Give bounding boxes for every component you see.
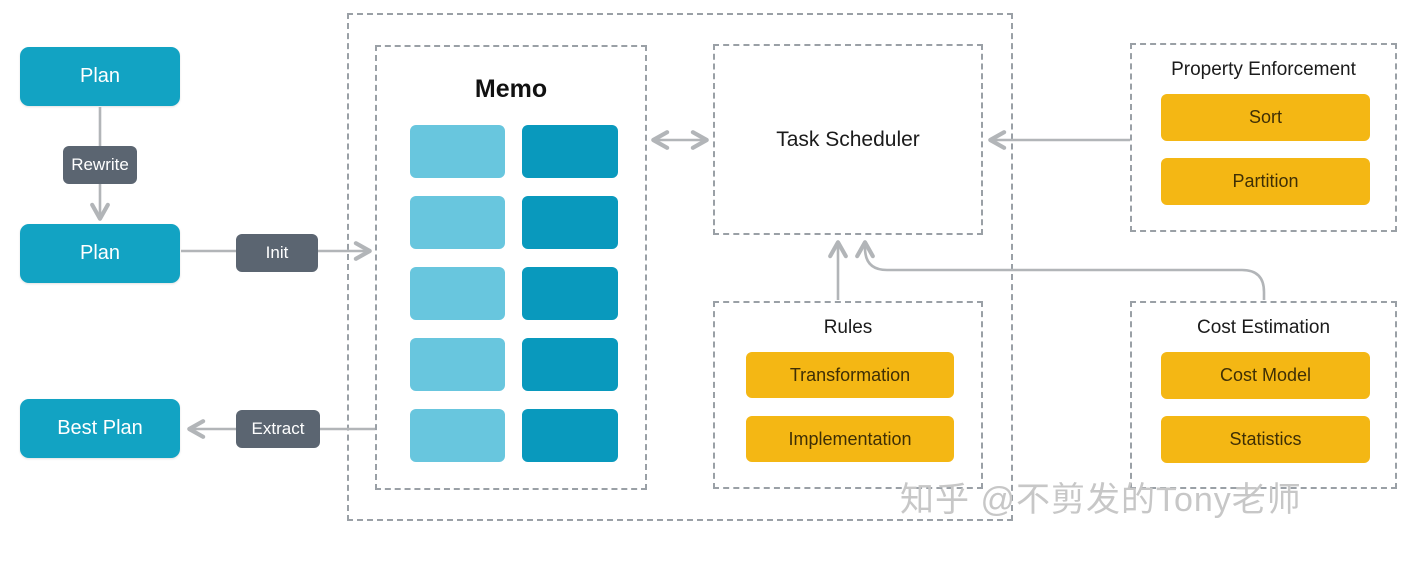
memo-physical-expression-cell bbox=[522, 196, 618, 249]
memo-logical-expression-cell bbox=[410, 196, 505, 249]
memo-title: Memo bbox=[474, 75, 548, 103]
memo-physical-expression-cell bbox=[522, 409, 618, 462]
cost-estimation-panel: Cost Estimation Cost Model Statistics bbox=[1130, 301, 1397, 489]
sort-chip: Sort bbox=[1161, 94, 1370, 141]
cost-model-chip: Cost Model bbox=[1161, 352, 1370, 399]
implementation-rule-chip: Implementation bbox=[746, 416, 954, 462]
memo-panel: Memo bbox=[375, 45, 647, 490]
extract-edge-label: Extract bbox=[236, 410, 320, 448]
memo-group-row bbox=[377, 409, 645, 462]
rules-panel: Rules Transformation Implementation bbox=[713, 301, 983, 489]
property-enforcement-title: Property Enforcement bbox=[1171, 59, 1356, 80]
memo-group-row bbox=[377, 267, 645, 320]
cost-estimation-title: Cost Estimation bbox=[1196, 317, 1331, 338]
memo-logical-expression-cell bbox=[410, 267, 505, 320]
memo-physical-expression-cell bbox=[522, 125, 618, 178]
memo-logical-expression-cell bbox=[410, 409, 505, 462]
property-enforcement-panel: Property Enforcement Sort Partition bbox=[1130, 43, 1397, 232]
partition-chip: Partition bbox=[1161, 158, 1370, 205]
memo-logical-expression-cell bbox=[410, 125, 505, 178]
memo-group-row bbox=[377, 196, 645, 249]
rules-title: Rules bbox=[823, 317, 873, 338]
rewrite-edge-label: Rewrite bbox=[63, 146, 137, 184]
transformation-rule-chip: Transformation bbox=[746, 352, 954, 398]
best-plan-box: Best Plan bbox=[20, 399, 180, 458]
memo-logical-expression-cell bbox=[410, 338, 505, 391]
statistics-chip: Statistics bbox=[1161, 416, 1370, 463]
memo-group-row bbox=[377, 125, 645, 178]
memo-group-row bbox=[377, 338, 645, 391]
plan-input-box: Plan bbox=[20, 47, 180, 106]
init-edge-label: Init bbox=[236, 234, 318, 272]
task-scheduler-title: Task Scheduler bbox=[776, 127, 920, 151]
plan-rewritten-box: Plan bbox=[20, 224, 180, 283]
memo-physical-expression-cell bbox=[522, 338, 618, 391]
task-scheduler-panel: Task Scheduler bbox=[713, 44, 983, 235]
memo-physical-expression-cell bbox=[522, 267, 618, 320]
